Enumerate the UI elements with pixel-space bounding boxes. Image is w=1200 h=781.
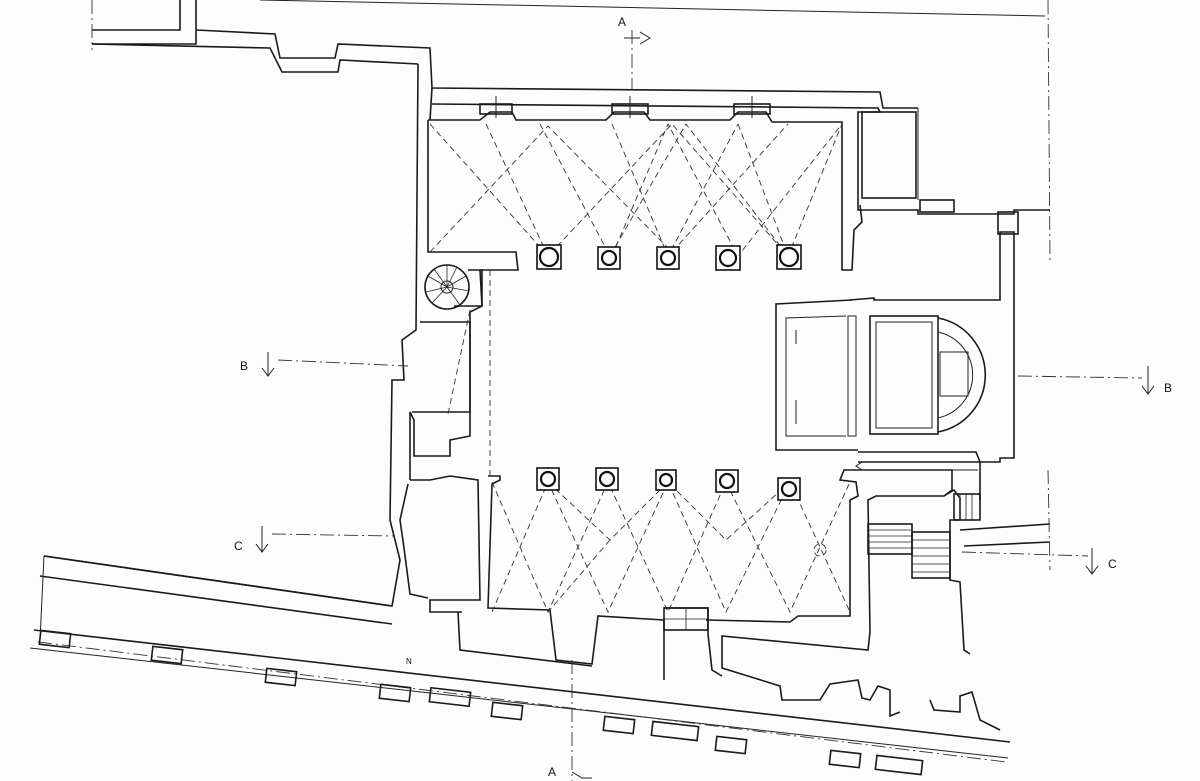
north-pilasters (479, 96, 1019, 235)
north-colonnade (536, 244, 802, 271)
nave-dashed-boundary (447, 270, 491, 476)
church-walls (399, 103, 1051, 731)
south-colonnade (536, 467, 827, 557)
section-label-a-top: A (618, 15, 626, 29)
small-mark: N (406, 657, 412, 666)
neighbour-walls (29, 0, 1051, 776)
section-label-a-bottom: A (548, 765, 556, 779)
south-east-stairs (663, 493, 981, 631)
section-arrows (255, 31, 1155, 779)
spiral-stair (424, 264, 483, 310)
section-label-c-left: C (234, 539, 243, 553)
section-label-b-right: B (1164, 381, 1172, 395)
arcade-piers (38, 629, 924, 776)
apse (775, 299, 987, 500)
section-lines (271, 30, 1143, 781)
north-aisle-vaults (429, 122, 843, 258)
section-label-b-left: B (240, 359, 248, 373)
south-aisle-vaults (491, 480, 851, 614)
section-label-c-right: C (1108, 557, 1117, 571)
